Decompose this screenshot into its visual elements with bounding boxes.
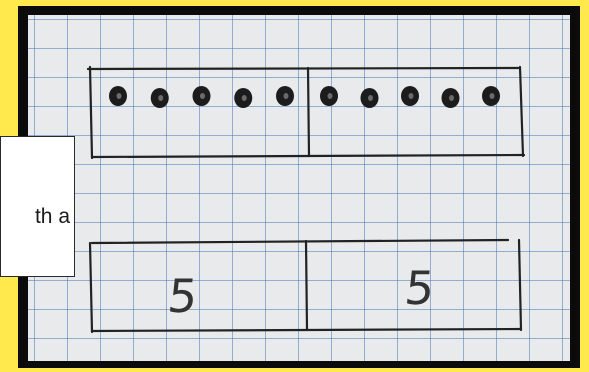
caption-text: th a — [35, 205, 70, 229]
number-bar — [90, 240, 521, 332]
top-bar-right-edge — [520, 67, 523, 156]
bottom-bar-divider — [306, 241, 307, 330]
bottom-bar-left-edge — [90, 243, 92, 332]
bottom-bar-top-edge — [92, 240, 508, 243]
dot-strip-bar — [88, 67, 524, 158]
right-dot-highlight — [368, 95, 373, 101]
right-dot-highlight — [409, 93, 414, 99]
bottom-bar-right-edge — [519, 240, 521, 330]
left-dot-highlight — [200, 93, 205, 99]
left-dot-highlight — [117, 93, 122, 99]
counting-dots — [109, 86, 500, 108]
hand-drawn-bars — [28, 15, 570, 361]
right-dot-highlight — [449, 95, 454, 101]
photo-frame: 5 5 — [18, 6, 580, 368]
top-bar-top-edge — [88, 68, 520, 69]
caption-popup: th a — [0, 136, 75, 277]
top-bar-divider — [308, 68, 309, 156]
left-dot-highlight — [242, 95, 247, 101]
right-dot-highlight — [328, 93, 333, 99]
left-value-label: 5 — [165, 269, 200, 323]
graph-paper-photo: 5 5 — [28, 15, 570, 361]
top-bar-left-edge — [90, 67, 92, 158]
left-dot-highlight — [284, 93, 289, 99]
left-dot-highlight — [158, 95, 163, 101]
right-dot-highlight — [490, 93, 495, 99]
right-value-label: 5 — [402, 261, 437, 315]
